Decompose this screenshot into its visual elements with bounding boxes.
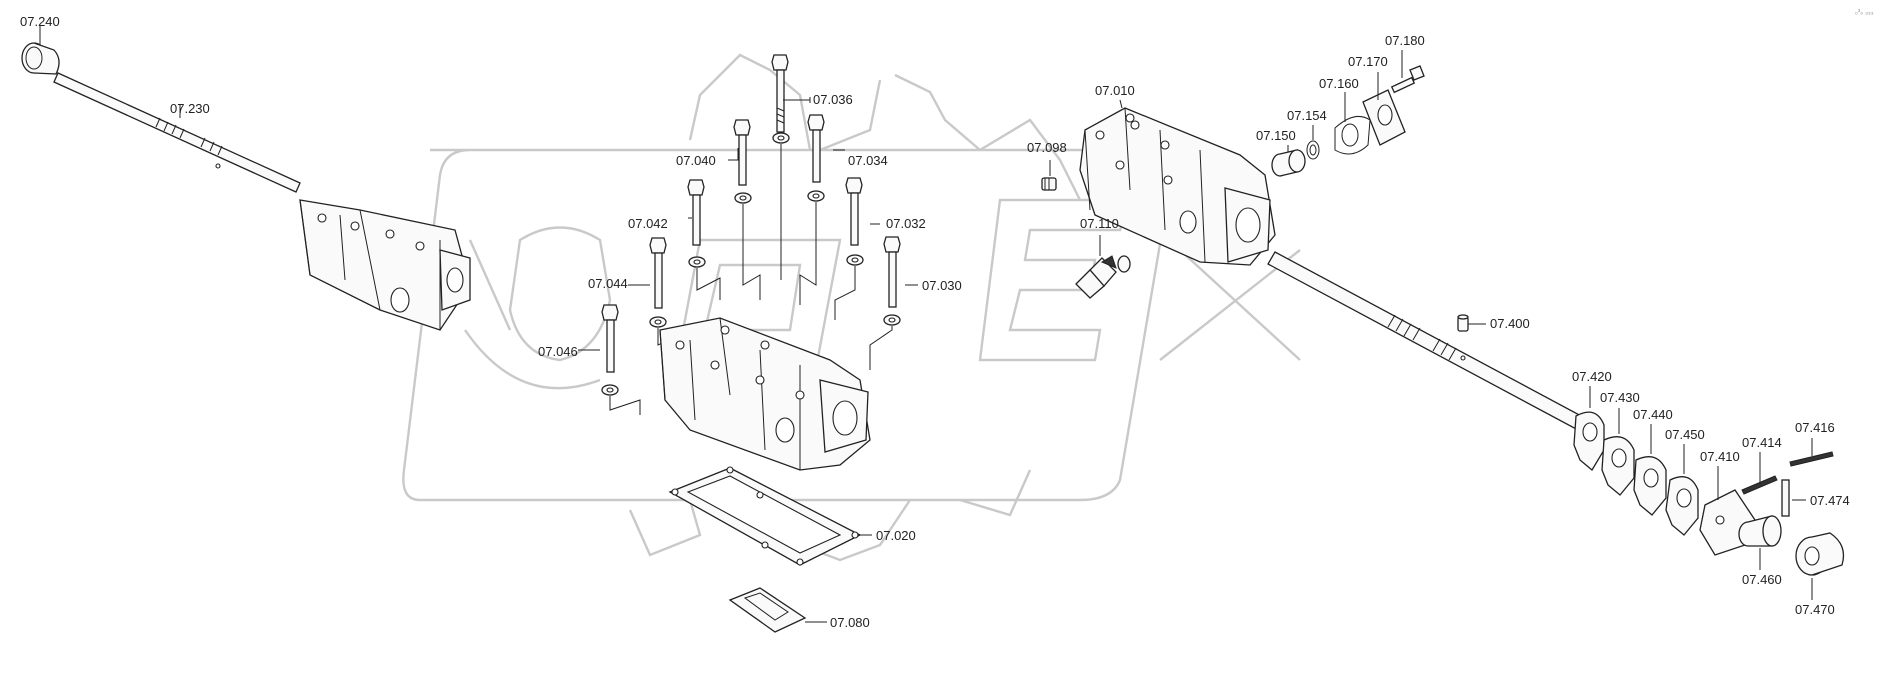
fork-07-440 [1633,456,1667,516]
callout-07-032: 07.032 [886,216,926,231]
pin-07-400 [1457,314,1469,332]
callout-labels: 07.240 07.230 07.036 07.040 07.034 07.04… [20,9,1874,630]
bolt-07-034 [807,114,825,202]
callout-07-400: 07.400 [1490,316,1530,331]
callout-07-030: 07.030 [922,278,962,293]
screw-07-180 [1390,65,1425,94]
callout-07-470: 07.470 [1795,602,1835,617]
callout-07-416: 07.416 [1795,420,1835,435]
bolt-07-046 [601,304,619,396]
sensor-07-110 [1075,255,1131,299]
callout-07-440: 07.440 [1633,407,1673,422]
callout-07-414: 07.414 [1742,435,1782,450]
callout-07-036: 07.036 [813,92,853,107]
callout-07-180: 07.180 [1385,33,1425,48]
callout-07-042: 07.042 [628,216,668,231]
callout-07-240: 07.240 [20,14,60,29]
housing-07-010-center [659,317,871,471]
fork-07-450 [1665,476,1699,536]
callout-07-420: 07.420 [1572,369,1612,384]
cam-07-470 [1795,532,1845,576]
cover-07-080 [728,587,807,633]
gasket-07-160 [1334,115,1371,155]
bearing-07-240 [21,42,60,75]
pin-07-416 [1789,451,1834,467]
callout-07-410: 07.410 [1700,449,1740,464]
gasket-07-020 [668,466,862,566]
callout-07-460: 07.460 [1742,572,1782,587]
housing-small [299,199,471,331]
bolt-07-042 [687,179,706,268]
callout-07-170: 07.170 [1348,54,1388,69]
bolt-07-044 [649,237,667,328]
callout-07-080: 07.080 [830,615,870,630]
ring-07-154 [1306,140,1320,160]
fork-07-420 [1573,411,1605,471]
callout-07-154: 07.154 [1287,108,1327,123]
roller-07-460 [1738,515,1782,547]
housing-07-010-right [1079,107,1276,266]
callout-07-034: 07.034 [848,153,888,168]
shaft-07-230 [53,72,301,193]
pin-07-414 [1741,475,1778,495]
leader-lines [39,25,1813,623]
plug-07-098 [1041,177,1057,191]
callout-07-020: 07.020 [876,528,916,543]
bolt-07-030 [883,236,901,326]
callout-07-040: 07.040 [676,153,716,168]
callout-07-046: 07.046 [538,344,578,359]
callout-07-098: 07.098 [1027,140,1067,155]
bushing-07-150 [1271,149,1306,177]
callout-07-474: 07.474 [1810,493,1850,508]
bolt-07-040 [733,119,752,204]
pin-07-474 [1781,479,1790,517]
bolt-07-032 [845,177,864,266]
corner-mark: ₀³₀ ₃₃₃ [1855,9,1874,16]
callout-07-010: 07.010 [1095,83,1135,98]
shaft-right [1267,251,1590,434]
callout-07-160: 07.160 [1319,76,1359,91]
callout-07-110: 07.110 [1080,216,1119,231]
cover-07-170 [1362,89,1406,146]
callout-07-450: 07.450 [1665,427,1705,442]
callout-07-044: 07.044 [588,276,628,291]
callout-07-150: 07.150 [1256,128,1296,143]
bolt-07-036 [771,54,790,144]
callout-07-430: 07.430 [1600,390,1640,405]
fork-07-430 [1601,436,1635,496]
callout-07-230: 07.230 [170,101,210,116]
